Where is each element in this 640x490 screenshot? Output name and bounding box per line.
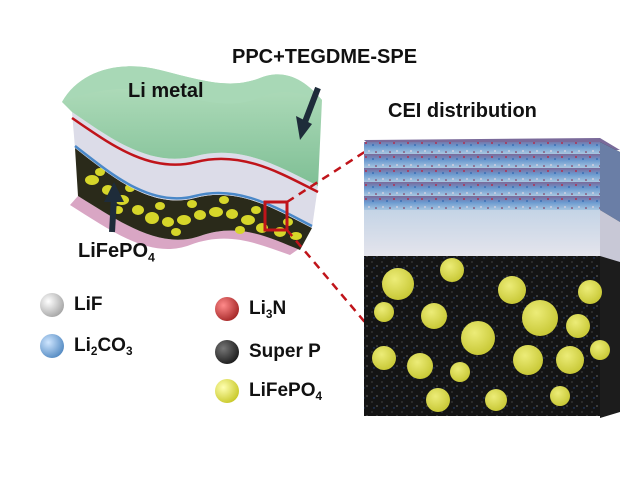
cei-cube-illustration — [364, 138, 620, 418]
callout-line-bottom — [286, 229, 381, 341]
li3n-sphere-icon — [215, 297, 239, 321]
current-collector-layer — [70, 196, 300, 255]
battery-stack-illustration — [62, 66, 322, 255]
legend-item-lif: LiF — [40, 293, 103, 317]
cathode-layer — [75, 148, 312, 250]
callout-line-top — [286, 140, 381, 204]
anode-interface-line — [71, 116, 319, 194]
cathode-label: LiFePO4 — [78, 240, 155, 265]
li-metal-top-face — [62, 66, 322, 104]
legend-item-li2co3: Li2CO3 — [40, 334, 132, 358]
cathode-interface-line — [74, 145, 313, 228]
super-p-sphere-icon — [215, 340, 239, 364]
spe-label: PPC+TEGDME-SPE — [232, 46, 418, 68]
legend-item-li3n: Li3N — [215, 297, 286, 321]
zoom-box-icon — [263, 200, 289, 232]
arrow-up-icon — [104, 182, 124, 233]
cube-cei-region — [364, 142, 600, 210]
legend-item-lifepo4: LiFePO4 — [215, 379, 322, 403]
legend-label: Li2CO3 — [74, 335, 133, 359]
cathode-label-sub: 4 — [148, 250, 155, 265]
arrow-down-icon — [296, 86, 321, 140]
cathode-label-main: LiFePO — [78, 240, 149, 262]
li2co3-sphere-icon — [40, 334, 64, 358]
legend-label: Li3N — [249, 298, 287, 322]
lifepo4-sphere-icon — [215, 379, 239, 403]
lif-sphere-icon — [40, 293, 64, 317]
cei-distribution-label: CEI distribution — [388, 100, 537, 122]
legend-label: LiF — [74, 294, 103, 315]
legend-label: LiFePO4 — [249, 380, 323, 404]
li-metal-label: Li metal — [128, 80, 204, 102]
legend-label: Super P — [249, 341, 321, 362]
legend-item-super-p: Super P — [215, 340, 321, 364]
cube-lfp-particles — [372, 258, 610, 412]
cube-electrolyte-region — [364, 210, 600, 256]
